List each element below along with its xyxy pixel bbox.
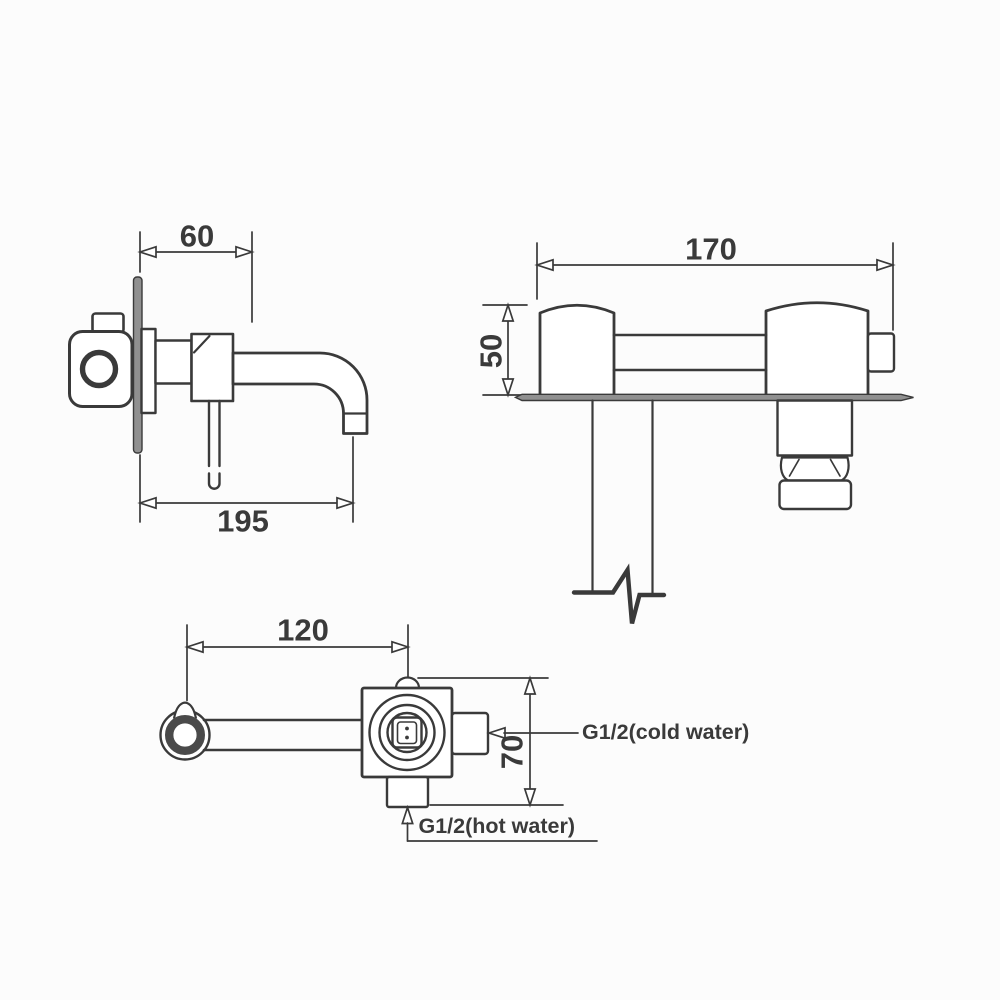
pipe-break-symbol (571, 563, 667, 625)
dim-195-value: 195 (217, 504, 269, 539)
plan-cartridge (391, 716, 423, 749)
dim-60-arrow-left (137, 245, 157, 259)
dim-195-arrow-left (137, 496, 157, 510)
front-valve-neck-hatch-left (788, 458, 800, 477)
plan-spout-tab (172, 701, 198, 719)
plan-body-top-boss (394, 676, 421, 689)
side-spout (231, 351, 369, 435)
side-valve-ring (79, 349, 119, 389)
hot-leader-arrow (401, 804, 414, 825)
dim-170-value: 170 (685, 232, 737, 267)
side-mount-chamfer (192, 334, 211, 354)
dim-120-arrow-left (184, 640, 204, 654)
dim-170-arrow-right (876, 258, 896, 272)
cold-water-label: G1/2(cold water) (582, 720, 749, 744)
dim-50-arrow-down (501, 378, 515, 398)
dim-195-arrow-right (336, 496, 356, 510)
dim-170-arrow-left (534, 258, 554, 272)
plan-body-circle-inner (386, 711, 428, 754)
front-valve-neck-hatch-right (829, 458, 841, 477)
plan-body-circle-middle (378, 703, 436, 762)
dim-70-arrow-down (523, 788, 537, 808)
front-valve-base (778, 479, 853, 511)
dim-70-value: 70 (495, 735, 530, 769)
dim-70-arrow-up (523, 675, 537, 695)
dim-120-value: 120 (277, 613, 329, 648)
plan-spout-aerator-ring (164, 715, 205, 756)
dim-60-arrow-right (235, 245, 255, 259)
plan-cartridge-inner (396, 721, 418, 745)
dim-50-value: 50 (474, 334, 509, 368)
front-view: 170 50 (474, 232, 914, 625)
front-valve-neck (779, 456, 850, 482)
front-spout-block (538, 303, 616, 397)
side-lever-rod (207, 399, 221, 490)
front-handle-block (764, 301, 870, 397)
front-handle-stub (866, 332, 896, 373)
plan-hot-inlet (385, 775, 430, 809)
side-nut (154, 339, 193, 385)
plan-cold-inlet (450, 711, 490, 756)
dim-50-arrow-up (501, 302, 515, 322)
side-valve-body (68, 330, 134, 408)
plan-cartridge-dot-bottom (405, 735, 409, 740)
plan-view: 120 70 (159, 613, 749, 842)
side-view: 60 195 (68, 219, 369, 539)
side-spout-mount (190, 332, 235, 403)
side-flange (140, 327, 157, 415)
plan-body-circle-outer (368, 693, 446, 772)
plan-cartridge-dot-top (405, 726, 409, 731)
front-valve-upper (776, 399, 854, 457)
dim-120-arrow-right (391, 640, 411, 654)
dim-60-value: 60 (180, 219, 214, 254)
hot-water-label: G1/2(hot water) (419, 814, 576, 838)
front-wall-plate (513, 393, 914, 402)
side-handle-button (91, 312, 125, 334)
